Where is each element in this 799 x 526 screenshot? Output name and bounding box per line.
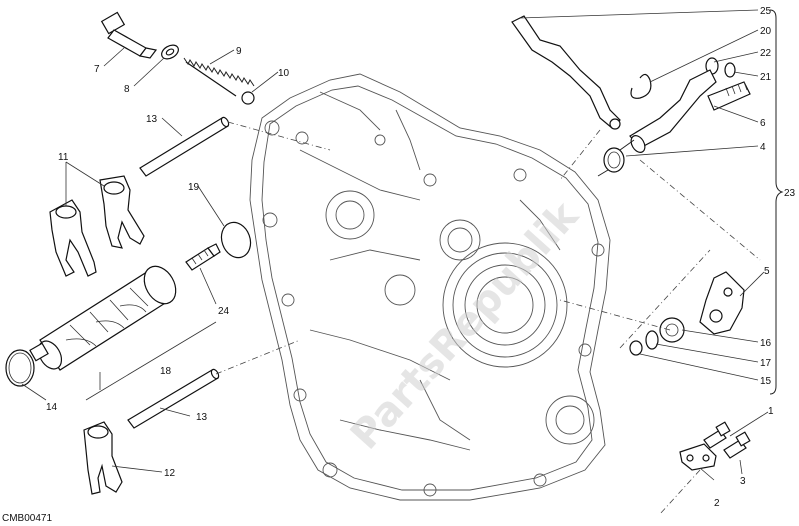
part-21-washer <box>724 62 736 78</box>
part-13-shaft-lower <box>127 368 220 429</box>
part-18-selector-drum <box>29 265 177 371</box>
part-25-lever <box>511 15 621 130</box>
callout-13-lower: 13 <box>196 412 208 423</box>
callout-19: 19 <box>188 182 200 193</box>
callout-21: 21 <box>760 72 772 83</box>
part-11-fork-right <box>99 175 145 249</box>
callout-13-upper: 13 <box>146 114 158 125</box>
callout-18: 18 <box>160 366 172 377</box>
part-15-circlip <box>629 340 643 356</box>
part-7-pin <box>100 11 158 59</box>
part-4-spring <box>597 139 635 177</box>
part-6-shift-shaft <box>629 69 751 153</box>
part-10-ball <box>241 91 255 105</box>
leader-lines <box>21 9 784 481</box>
part-12-fork <box>83 421 123 495</box>
part-16-bearing <box>659 317 685 343</box>
callout-5: 5 <box>764 266 770 277</box>
part-13-shaft-upper <box>139 116 230 177</box>
part-24-pin <box>185 243 221 271</box>
part-2-plate <box>679 443 717 471</box>
callout-22: 22 <box>760 48 772 59</box>
part-14-ring <box>5 349 35 387</box>
watermark-text: PartsRepublik <box>342 192 588 458</box>
callout-9: 9 <box>236 46 242 57</box>
callout-17: 17 <box>760 358 772 369</box>
callout-7: 7 <box>94 64 100 75</box>
callout-labels: 7 8 9 10 13 11 19 24 18 14 13 12 25 20 2… <box>46 6 796 509</box>
assembly-dash-lines <box>215 121 761 515</box>
crankcase-half <box>249 73 611 501</box>
callout-10: 10 <box>278 68 290 79</box>
callout-4: 4 <box>760 142 766 153</box>
callout-8: 8 <box>124 84 130 95</box>
part-9-spring <box>183 57 255 97</box>
part-19-o-ring <box>220 221 252 259</box>
callout-20: 20 <box>760 26 772 37</box>
callout-6: 6 <box>760 118 766 129</box>
callout-12: 12 <box>164 468 176 479</box>
callout-11: 11 <box>58 152 69 163</box>
part-5-bracket <box>699 271 745 335</box>
callout-3: 3 <box>740 476 746 487</box>
part-20-spring <box>630 73 652 99</box>
callout-23: 23 <box>784 188 796 199</box>
drawing-code: CMB00471 <box>2 513 52 524</box>
callout-16: 16 <box>760 338 772 349</box>
part-1-screws <box>703 421 751 459</box>
part-11-fork-left <box>49 199 97 277</box>
part-8-washer <box>161 44 179 60</box>
callout-24: 24 <box>218 306 230 317</box>
callout-25: 25 <box>760 6 772 17</box>
part-17-washer <box>645 330 659 350</box>
callout-15: 15 <box>760 376 772 387</box>
callout-2: 2 <box>714 498 720 509</box>
callout-14: 14 <box>46 402 58 413</box>
callout-1: 1 <box>768 406 774 417</box>
